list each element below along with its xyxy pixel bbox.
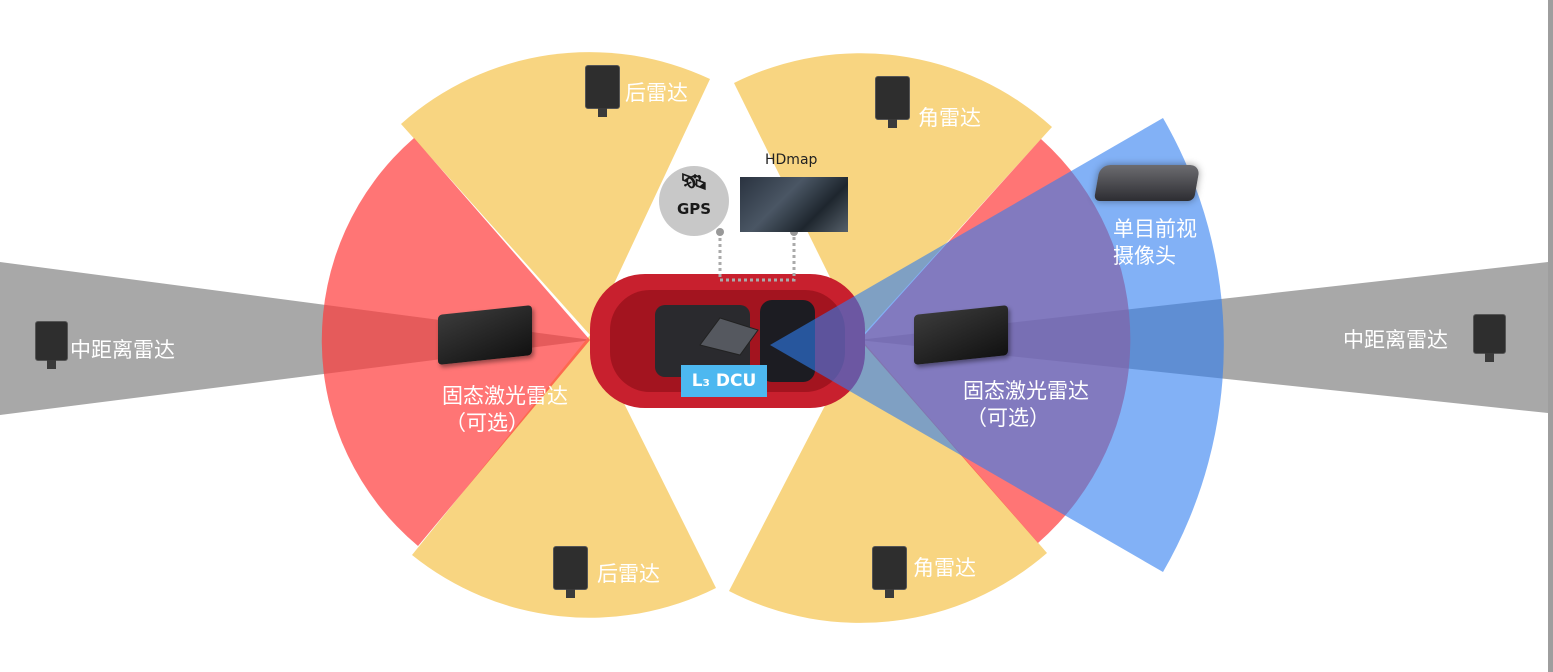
rear-radar-bottom-icon bbox=[553, 546, 588, 598]
lidar-left-optional: （可选） bbox=[445, 411, 529, 435]
corner-radar-bottom-label: 角雷达 bbox=[913, 556, 976, 580]
mid-radar-right-label: 中距离雷达 bbox=[1343, 328, 1448, 352]
corner-radar-top-coverage bbox=[734, 53, 1052, 339]
lidar-right-icon bbox=[914, 305, 1008, 365]
front-camera-label-2: 摄像头 bbox=[1113, 244, 1176, 268]
rear-radar-bottom-label: 后雷达 bbox=[597, 562, 660, 586]
rear-radar-top-icon bbox=[585, 65, 620, 117]
scrollbar[interactable] bbox=[1548, 0, 1553, 672]
rear-radar-bottom-coverage bbox=[412, 335, 716, 618]
lidar-right-label: 固态激光雷达 bbox=[963, 379, 1089, 403]
front-camera-label: 单目前视 bbox=[1113, 217, 1197, 241]
corner-radar-top-label: 角雷达 bbox=[918, 106, 981, 130]
mid-radar-right-icon bbox=[1473, 314, 1506, 362]
mid-radar-left-icon bbox=[35, 321, 68, 369]
corner-radar-top-icon bbox=[875, 76, 910, 128]
lidar-left-label: 固态激光雷达 bbox=[442, 384, 568, 408]
gps-icon: 🛰 GPS bbox=[659, 166, 729, 236]
gps-label: GPS bbox=[676, 200, 712, 218]
mid-radar-left-coverage bbox=[0, 262, 592, 415]
car bbox=[590, 228, 865, 408]
rear-radar-top-coverage bbox=[401, 52, 710, 335]
hdmap-label: HDmap bbox=[765, 152, 818, 168]
lidar-left-icon bbox=[438, 305, 532, 365]
satellite-icon: 🛰 bbox=[680, 170, 708, 195]
lidar-right-optional: （可选） bbox=[966, 406, 1050, 430]
corner-radar-bottom-coverage bbox=[729, 338, 1047, 623]
corner-radar-bottom-icon bbox=[872, 546, 907, 598]
front-camera-icon bbox=[1093, 165, 1201, 201]
hdmap-image bbox=[740, 177, 848, 232]
rear-radar-top-label: 后雷达 bbox=[625, 81, 688, 105]
dcu-label: L₃ DCU bbox=[681, 365, 767, 397]
mid-radar-left-label: 中距离雷达 bbox=[70, 338, 175, 362]
